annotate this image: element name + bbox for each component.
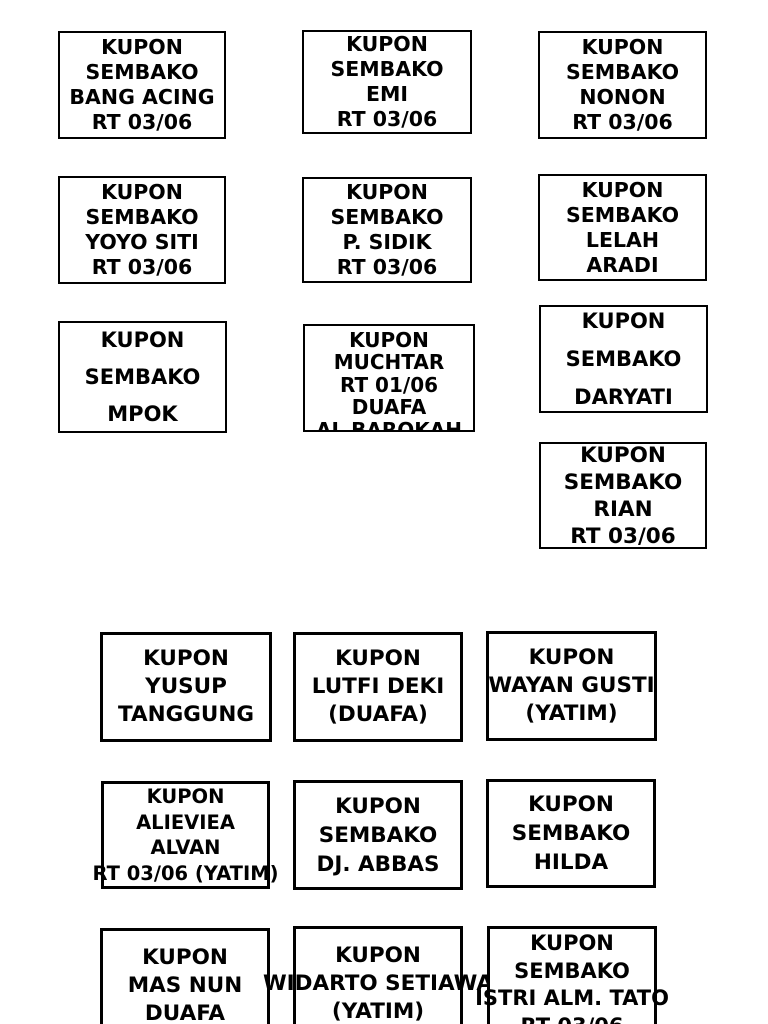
coupon-line: KUPON (335, 943, 421, 968)
coupon-line: LUTFI DEKI (311, 674, 445, 699)
coupon-line: RT 03/06 (572, 110, 673, 134)
coupon-line: BANG ACING (69, 85, 215, 109)
coupon-line: SEMBAKO (511, 821, 631, 846)
coupon-card-mpok: KUPON SEMBAKO MPOK (58, 321, 227, 433)
coupon-card-widarto-setiawa: KUPON WIDARTO SETIAWA (YATIM) (263, 926, 493, 1024)
coupon-card-alieviea-alvan: KUPON ALIEVIEA ALVAN RT 03/06 (YATIM) (92, 781, 279, 889)
coupon-card-istri-alm-tato: KUPON SEMBAKO ISTRI ALM. TATO RT 03/06 (475, 926, 669, 1024)
coupon-line: KUPON (101, 180, 183, 204)
coupon-line: EMI (365, 82, 409, 106)
coupon-line: RT 03/06 (91, 255, 193, 279)
coupon-line: (YATIM) (525, 701, 618, 726)
coupon-line: MAS NUN (127, 973, 243, 998)
coupon-line: KUPON (142, 945, 228, 970)
coupon-line: RIAN (593, 496, 653, 522)
coupon-line: KUPON (100, 327, 185, 352)
coupon-line: KUPON (101, 35, 183, 59)
coupon-line: MUCHTAR (333, 350, 445, 375)
coupon-card-dj-abbas: KUPON SEMBAKO DJ. ABBAS (293, 780, 463, 890)
coupon-card-lutfi-deki: KUPON LUTFI DEKI (DUAFA) (293, 632, 463, 742)
coupon-line: ALIEVIEA (136, 810, 235, 834)
coupon-line: KUPON (346, 180, 428, 204)
coupon-line: SEMBAKO (565, 60, 680, 84)
coupon-line: RT 03/06 (490, 1013, 654, 1024)
coupon-line: YUSUP (145, 674, 227, 699)
coupon-line: KUPON (346, 32, 428, 56)
coupon-card-muchtar: KUPON MUCHTAR RT 01/06 DUAFA AL BAROKAH (303, 324, 475, 432)
coupon-line: KUPON (528, 645, 615, 670)
coupon-card-mas-nun: KUPON MAS NUN DUAFA (100, 928, 270, 1024)
coupon-card-emi: KUPON SEMBAKO EMI RT 03/06 (302, 30, 472, 134)
coupon-line: KUPON (580, 442, 666, 468)
coupon-line: SEMBAKO (85, 60, 199, 84)
coupon-line: ALVAN (150, 836, 221, 859)
coupon-card-nonon: KUPON SEMBAKO NONON RT 03/06 (538, 31, 707, 139)
coupon-line: KUPON (581, 309, 666, 333)
coupon-line: ARADI (586, 252, 659, 277)
coupon-line: SEMBAKO (514, 958, 630, 983)
coupon-line: RT 03/06 (91, 110, 193, 134)
coupon-line: NONON (579, 85, 666, 109)
coupon-card-lelah-aradi: KUPON SEMBAKO LELAH ARADI (538, 174, 707, 281)
coupon-line: SEMBAKO (330, 205, 444, 229)
coupon-line: MPOK (107, 401, 178, 426)
coupon-line: WAYAN GUSTI (488, 673, 655, 698)
coupon-line: RT 03/06 (YATIM) (92, 861, 279, 885)
coupon-line: LELAH (585, 227, 660, 252)
coupon-line: KUPON (349, 328, 429, 352)
coupon-line: KUPON (528, 792, 614, 817)
coupon-line: DUAFA (351, 395, 427, 420)
coupon-line: SEMBAKO (565, 347, 682, 371)
coupon-line: RT 03/06 (336, 107, 438, 131)
coupon-line: RT 03/06 (336, 255, 438, 279)
coupon-line: (YATIM) (331, 999, 425, 1024)
coupon-line: DJ. ABBAS (316, 851, 440, 877)
coupon-line: SEMBAKO (318, 822, 438, 848)
coupon-line: KUPON (335, 793, 421, 819)
coupon-line: RT 01/06 (339, 372, 439, 397)
coupon-line: WIDARTO SETIAWA (262, 971, 494, 996)
coupon-line: DARYATI (574, 385, 673, 409)
coupon-card-wayan-gusti: KUPON WAYAN GUSTI (YATIM) (486, 631, 657, 741)
coupon-line: TANGGUNG (117, 702, 255, 727)
coupon-line: KUPON (581, 35, 664, 59)
coupon-line: KUPON (143, 646, 229, 671)
coupon-line: (DUAFA) (328, 702, 428, 727)
coupon-line: YOYO SITI (85, 230, 199, 254)
coupon-line: KUPON (581, 177, 664, 202)
coupon-line: HILDA (533, 850, 609, 875)
coupon-line: SEMBAKO (84, 364, 201, 389)
coupon-card-daryati: KUPON SEMBAKO DARYATI (539, 305, 708, 413)
coupon-card-yoyo-siti: KUPON SEMBAKO YOYO SITI RT 03/06 (58, 176, 226, 284)
coupon-line: KUPON (335, 646, 421, 671)
coupon-line: P. SIDIK (342, 230, 432, 254)
coupon-line: ISTRI ALM. TATO (475, 986, 669, 1010)
coupon-line: SEMBAKO (565, 202, 680, 227)
coupon-card-yusup-tanggung: KUPON YUSUP TANGGUNG (100, 632, 272, 742)
coupon-line: KUPON (146, 785, 225, 808)
coupon-line: RT 03/06 (570, 523, 676, 549)
coupon-line: KUPON (530, 931, 614, 955)
coupon-line: SEMBAKO (330, 57, 444, 81)
coupon-card-p-sidik: KUPON SEMBAKO P. SIDIK RT 03/06 (302, 177, 472, 283)
coupon-line: SEMBAKO (85, 205, 199, 229)
coupon-line: AL BAROKAH (315, 417, 463, 432)
coupon-card-hilda: KUPON SEMBAKO HILDA (486, 779, 656, 888)
coupon-card-rian: KUPON SEMBAKO RIAN RT 03/06 (539, 442, 707, 549)
coupon-line: DUAFA (144, 1001, 226, 1024)
coupon-line: SEMBAKO (563, 469, 683, 495)
coupon-card-bang-acing: KUPON SEMBAKO BANG ACING RT 03/06 (58, 31, 226, 139)
